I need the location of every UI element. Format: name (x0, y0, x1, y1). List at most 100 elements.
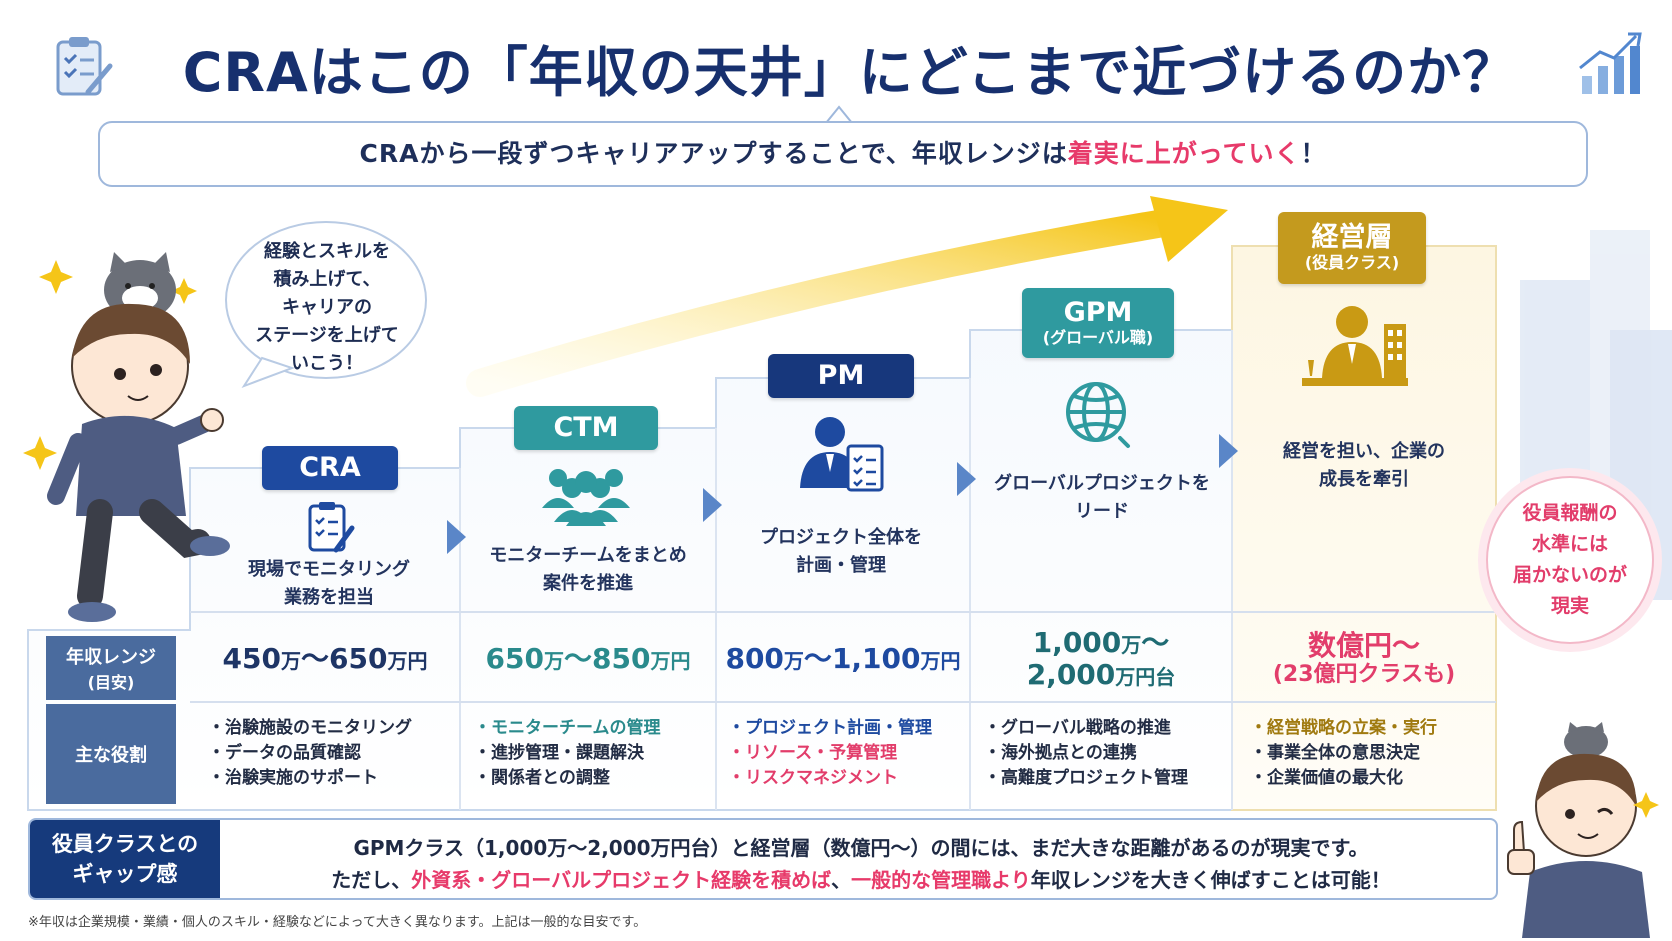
list-item: 高難度プロジェクト管理 (984, 766, 1188, 791)
salary-separator: 〜 (563, 641, 592, 675)
list-item: リスクマネジメント (728, 766, 932, 791)
list-item: 海外拠点との連携 (984, 741, 1188, 766)
salary-max: 650 (329, 641, 388, 675)
salary-unit: 万円 (920, 648, 961, 673)
subtitle-text: CRAから一段ずつキャリアアップすることで、年収レンジは (359, 139, 1068, 168)
salary-cell-pm: 800万〜1,100万円 (716, 614, 970, 704)
salary-max: 1,100 (831, 641, 921, 675)
speech-bubble (225, 221, 427, 388)
salary-max: 850 (592, 641, 651, 675)
roles-list-ctm: モニターチームの管理 進捗管理・課題解決 関係者との調整 (474, 716, 661, 791)
roles-list-gpm: グローバル戦略の推進 海外拠点との連携 高難度プロジェクト管理 (984, 716, 1188, 791)
thumbs-up-boy-illustration (1507, 722, 1659, 938)
salary-unit: 万 (783, 648, 804, 673)
gap-line-2-highlight-1: 外資系・グローバルプロジェクト経験を積めば (411, 868, 832, 892)
roles-list-cra: 治験施設のモニタリング データの品質確認 治験実施のサポート (208, 716, 412, 791)
chevron-right-icon (447, 520, 466, 554)
salary-separator: 〜 (300, 641, 329, 675)
list-item: 治験実施のサポート (208, 766, 412, 791)
list-item: モニターチームの管理 (474, 716, 661, 741)
salary-min: 800 (725, 641, 784, 675)
gap-line-2-post: 年収レンジを大きく伸ばすことは可能！ (1030, 868, 1391, 892)
team-icon (542, 469, 630, 526)
salary-min: 1,000 (1032, 625, 1122, 659)
level-subtitle: (グローバル職) (1042, 328, 1154, 348)
chevron-right-icon (957, 462, 976, 496)
salary-max: (23億円クラスも) (1272, 662, 1456, 688)
level-description: グローバルプロジェクトを リード (994, 473, 1210, 522)
globe-icon (1066, 382, 1130, 448)
list-item: 経営戦略の立案・実行 (1250, 716, 1437, 741)
level-name: CRA (299, 451, 361, 483)
manager-checklist-icon (800, 417, 884, 492)
executive-desk-icon (1302, 306, 1408, 386)
salary-row-head-label: 年収レンジ (66, 647, 156, 668)
level-name: 経営層 (1311, 221, 1393, 253)
clipboard-pen-icon (308, 502, 355, 553)
gap-box-head: 役員クラスとの ギャップ感 (30, 820, 220, 898)
gap-line-2: ただし、外資系・グローバルプロジェクト経験を積めば、一般的な管理職より年収レンジ… (236, 864, 1486, 893)
salary-row-head: 年収レンジ (目安) (46, 636, 176, 700)
gap-line-2-highlight-2: 一般的な管理職より (851, 868, 1031, 892)
list-item: 治験施設のモニタリング (208, 716, 412, 741)
level-description: プロジェクト全体を 計画・管理 (760, 527, 922, 576)
salary-unit: 万 (1121, 632, 1142, 657)
level-subtitle: (役員クラス) (1304, 253, 1400, 273)
chevron-right-icon (703, 488, 722, 522)
footnote: ※年収は企業規模・業績・個人のスキル・経験などによって大きく異なります。上記は一… (28, 915, 647, 930)
page-title: CRAはこの「年収の天井」にどこまで近づけるのか？ (182, 41, 1518, 104)
list-item: 進捗管理・課題解決 (474, 741, 661, 766)
salary-row-head-sub: (目安) (87, 673, 135, 692)
gap-line-2-mid: 、 (831, 868, 852, 892)
level-name: PM (817, 359, 865, 391)
roles-list-pm: プロジェクト計画・管理 リソース・予算管理 リスクマネジメント (728, 716, 932, 791)
level-label-pm: PM (768, 354, 914, 398)
list-item: リソース・予算管理 (728, 741, 932, 766)
list-item: 事業全体の意思決定 (1250, 741, 1437, 766)
list-item: プロジェクト計画・管理 (728, 716, 932, 741)
salary-cell-executive: 数億円〜 (23億円クラスも) (1232, 614, 1496, 704)
salary-min: 450 (222, 641, 281, 675)
subtitle-notch (826, 105, 852, 123)
level-description: 現場でモニタリング 業務を担当 (248, 559, 410, 608)
salary-separator: 〜 (803, 641, 832, 675)
chevron-right-icon (1219, 434, 1238, 468)
speech-bubble-text: 経験とスキルを 積み上げて、 キャリアの ステージを上げて いこう！ (255, 241, 399, 374)
executive-pay-note: 役員報酬の 水準には 届かないのが 現実 (1486, 476, 1654, 644)
subtitle-end: ！ (1300, 139, 1327, 168)
level-label-executive: 経営層 (役員クラス) (1278, 212, 1426, 284)
salary-cell-gpm: 1,000万〜 2,000万円台 (970, 614, 1232, 704)
salary-min: 数億円〜 (1307, 629, 1420, 663)
sparkle-icon (23, 436, 57, 470)
level-label-gpm: GPM (グローバル職) (1022, 288, 1174, 358)
salary-unit: 万円台 (1115, 665, 1176, 689)
list-item: 企業価値の最大化 (1250, 766, 1437, 791)
salary-unit: 万円 (387, 648, 428, 673)
salary-unit: 万 (543, 648, 564, 673)
list-item: 関係者との調整 (474, 766, 661, 791)
salary-cell-ctm: 650万〜850万円 (460, 614, 716, 704)
level-description: モニターチームをまとめ 案件を推進 (489, 545, 687, 594)
executive-pay-note-text: 役員報酬の 水準には 届かないのが 現実 (1512, 502, 1627, 617)
gap-line-1: GPMクラス（1,000万〜2,000万円台）と経営層（数億円〜）の間には、まだ… (353, 836, 1369, 860)
list-item: グローバル戦略の推進 (984, 716, 1188, 741)
salary-separator: 〜 (1141, 625, 1170, 659)
salary-min: 650 (485, 641, 544, 675)
growth-chart-icon (1579, 32, 1642, 94)
gap-line-2-pre: ただし、 (331, 868, 412, 892)
level-label-ctm: CTM (514, 406, 658, 450)
subtitle-banner: CRAから一段ずつキャリアアップすることで、年収レンジは着実に上がっていく！ (98, 121, 1588, 187)
sparkle-icon (171, 278, 197, 304)
level-name: GPM (1063, 296, 1133, 328)
level-name: CTM (553, 411, 619, 443)
sparkle-icon (39, 260, 73, 294)
list-item: データの品質確認 (208, 741, 412, 766)
salary-max: 2,000 (1026, 658, 1116, 691)
salary-cell-cra: 450万〜650万円 (190, 614, 460, 704)
level-label-cra: CRA (262, 446, 398, 490)
salary-unit: 万 (280, 648, 301, 673)
clipboard-checklist-icon (56, 37, 113, 96)
level-description: 経営を担い、企業の 成長を牽引 (1283, 441, 1445, 490)
boy-with-cat-illustration (47, 252, 230, 622)
roles-list-executive: 経営戦略の立案・実行 事業全体の意思決定 企業価値の最大化 (1250, 716, 1437, 791)
